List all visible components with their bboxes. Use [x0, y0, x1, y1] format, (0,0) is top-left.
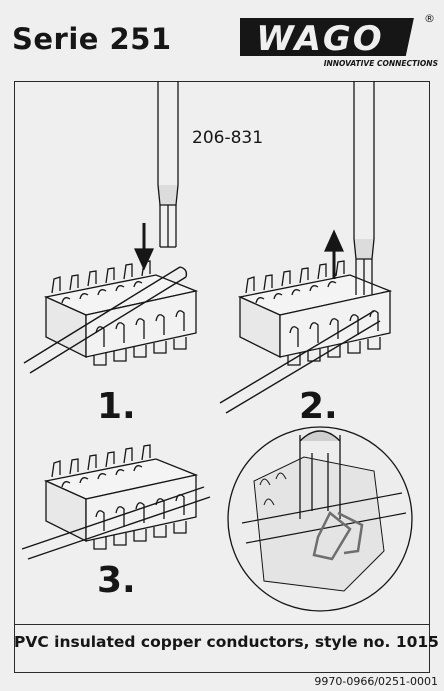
terminal-block-icon: [239, 260, 391, 366]
step-2-label: 2.: [299, 386, 338, 427]
figure-frame: [14, 81, 430, 673]
conductor-spec-caption: PVC insulated copper conductors, style n…: [14, 633, 439, 651]
conductor-wire: [219, 310, 381, 414]
step-1-label: 1.: [97, 386, 136, 427]
brand-tagline: INNOVATIVE CONNECTIONS: [324, 59, 438, 68]
caption-divider: [14, 624, 430, 625]
arrow-up-icon: [323, 229, 345, 279]
conductor-wire: [21, 486, 211, 560]
operating-tool-icon: [157, 81, 179, 248]
brand-name: WAGO: [256, 19, 383, 59]
arrow-down-icon: [133, 223, 155, 271]
detail-magnifier: [227, 426, 413, 612]
registered-mark: ®: [424, 12, 435, 25]
series-title: Serie 251: [12, 22, 172, 56]
operating-tool-icon: [353, 81, 375, 295]
document-number: 9970-0966/0251-0001: [314, 675, 438, 688]
step-3-label: 3.: [97, 560, 136, 601]
illustration-area: [14, 81, 430, 624]
part-number-label: 206-831: [192, 128, 264, 148]
wago-logo: WAGO ® INNOVATIVE CONNECTIONS: [231, 8, 438, 70]
conductor-wire: [23, 266, 188, 374]
